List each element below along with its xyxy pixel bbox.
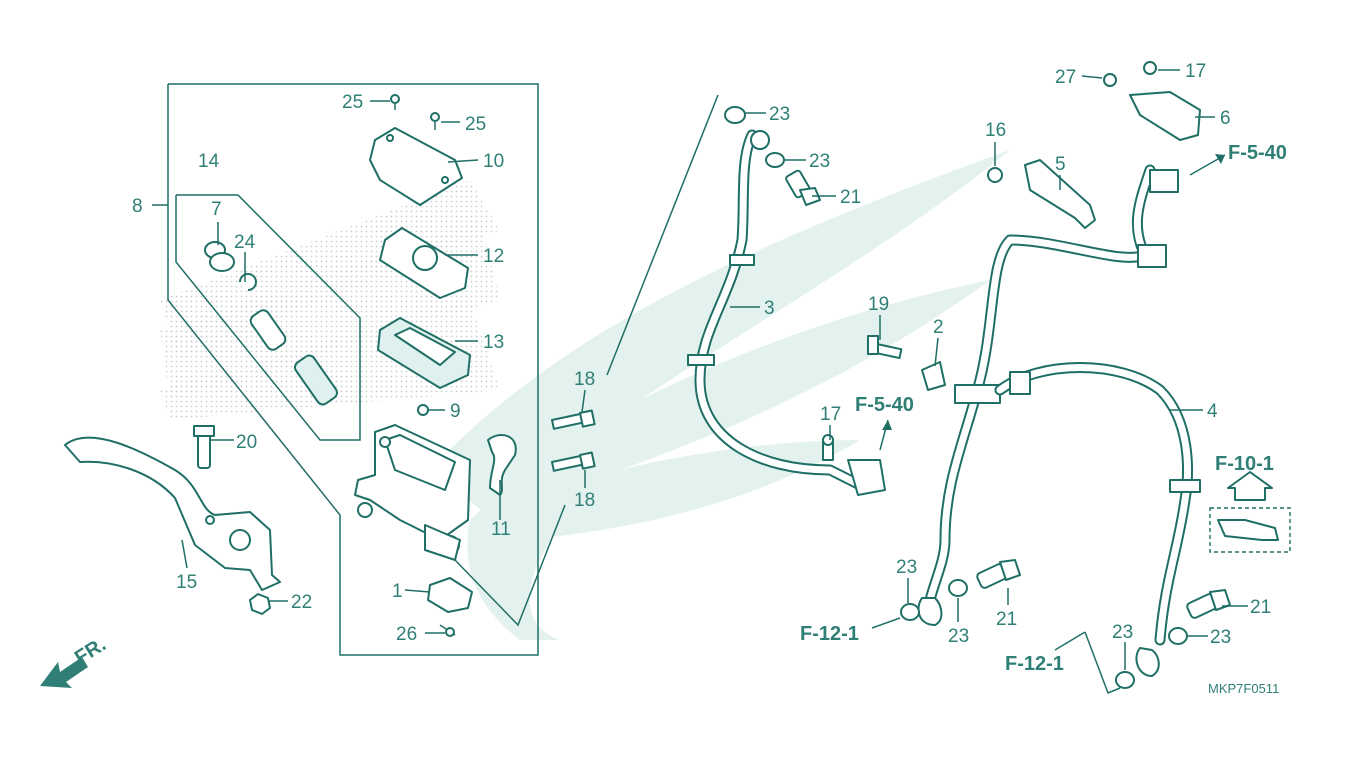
bolt-icon: [987, 167, 1003, 183]
label-1: 1: [392, 581, 403, 602]
screw-icon: [439, 624, 456, 637]
label-14: 14: [198, 151, 220, 172]
banjo-bolt: [976, 559, 1231, 619]
label-27: 27: [1055, 67, 1076, 88]
washer-icon: [900, 579, 1188, 689]
reference-arrow: [879, 154, 1226, 451]
piston-boot: [204, 241, 257, 291]
label-19: 19: [868, 294, 889, 315]
label-5: 5: [1055, 154, 1066, 175]
label-7: 7: [211, 199, 222, 220]
ref-f121-right[interactable]: F-12-1: [1005, 653, 1064, 675]
label-15: 15: [176, 572, 197, 593]
bolt-icon: [867, 335, 903, 360]
label-12: 12: [483, 246, 504, 267]
label-4: 4: [1207, 401, 1218, 422]
clip: [921, 361, 946, 391]
reference-labels: F-5-40 F-5-40 F-10-1 F-12-1 F-12-1 MKP7F…: [800, 142, 1287, 696]
label-23d: 23: [948, 626, 969, 647]
bracket: [1103, 61, 1201, 141]
label-9: 9: [450, 401, 461, 422]
brake-hose-3: [687, 129, 886, 496]
label-6: 6: [1220, 108, 1231, 129]
label-21a: 21: [840, 187, 861, 208]
diaphragm-plate: [379, 227, 469, 299]
nut-icon: [249, 593, 271, 615]
label-2: 2: [933, 317, 944, 338]
label-18b: 18: [574, 490, 595, 511]
part-labels: 25 25 10 14 8 7 24 12 13 9 20 11 15 1 22…: [132, 61, 1271, 648]
label-22: 22: [291, 592, 312, 613]
reservoir-cap: [369, 127, 463, 206]
label-16: 16: [985, 120, 1006, 141]
brake-hose-4: [994, 362, 1201, 677]
label-3: 3: [764, 298, 775, 319]
label-25b: 25: [465, 114, 486, 135]
banjo-bolt: [785, 169, 821, 206]
ref-f101[interactable]: F-10-1: [1215, 453, 1274, 475]
leader-lines: [152, 69, 1248, 694]
label-17a: 17: [1185, 61, 1206, 82]
label-25a: 25: [342, 92, 363, 113]
label-26: 26: [396, 624, 417, 645]
pivot-bolt: [193, 425, 215, 469]
label-21c: 21: [1250, 597, 1271, 618]
label-13: 13: [483, 332, 504, 353]
label-10: 10: [483, 151, 504, 172]
ref-f540-mid[interactable]: F-5-40: [855, 394, 914, 416]
master-cylinder: [354, 424, 471, 561]
bolt-icon: [822, 434, 834, 461]
ref-f121-left[interactable]: F-12-1: [800, 623, 859, 645]
label-23f: 23: [1210, 627, 1231, 648]
reference-inset: [1209, 471, 1291, 553]
front-direction-arrow: FR.: [40, 634, 110, 688]
screw-icon: [390, 94, 440, 130]
label-24: 24: [234, 232, 256, 253]
ref-f540-top[interactable]: F-5-40: [1228, 142, 1287, 164]
assembly-frame: [167, 83, 539, 656]
diagram-code: MKP7F0511: [1208, 681, 1279, 696]
washer-icon: [724, 106, 785, 168]
piston-kit-frame: [175, 194, 361, 441]
float: [417, 404, 429, 416]
bolt-icon: [551, 409, 596, 472]
label-23e: 23: [1112, 622, 1133, 643]
piston: [249, 309, 338, 406]
label-17b: 17: [820, 404, 841, 425]
brake-switch: [427, 577, 473, 613]
watermark-logo: [430, 150, 1010, 640]
master-cylinder-holder: [487, 434, 517, 496]
label-18a: 18: [574, 369, 595, 390]
label-23a: 23: [769, 104, 790, 125]
label-8: 8: [132, 196, 143, 217]
label-23b: 23: [809, 151, 830, 172]
label-21b: 21: [996, 609, 1017, 630]
diaphragm: [377, 317, 471, 389]
brake-lever: [64, 436, 281, 591]
hose-stay: [1024, 159, 1096, 229]
label-20: 20: [236, 432, 257, 453]
label-11: 11: [491, 519, 511, 540]
brake-hose-upper: [917, 164, 1179, 626]
label-23c: 23: [896, 557, 917, 578]
